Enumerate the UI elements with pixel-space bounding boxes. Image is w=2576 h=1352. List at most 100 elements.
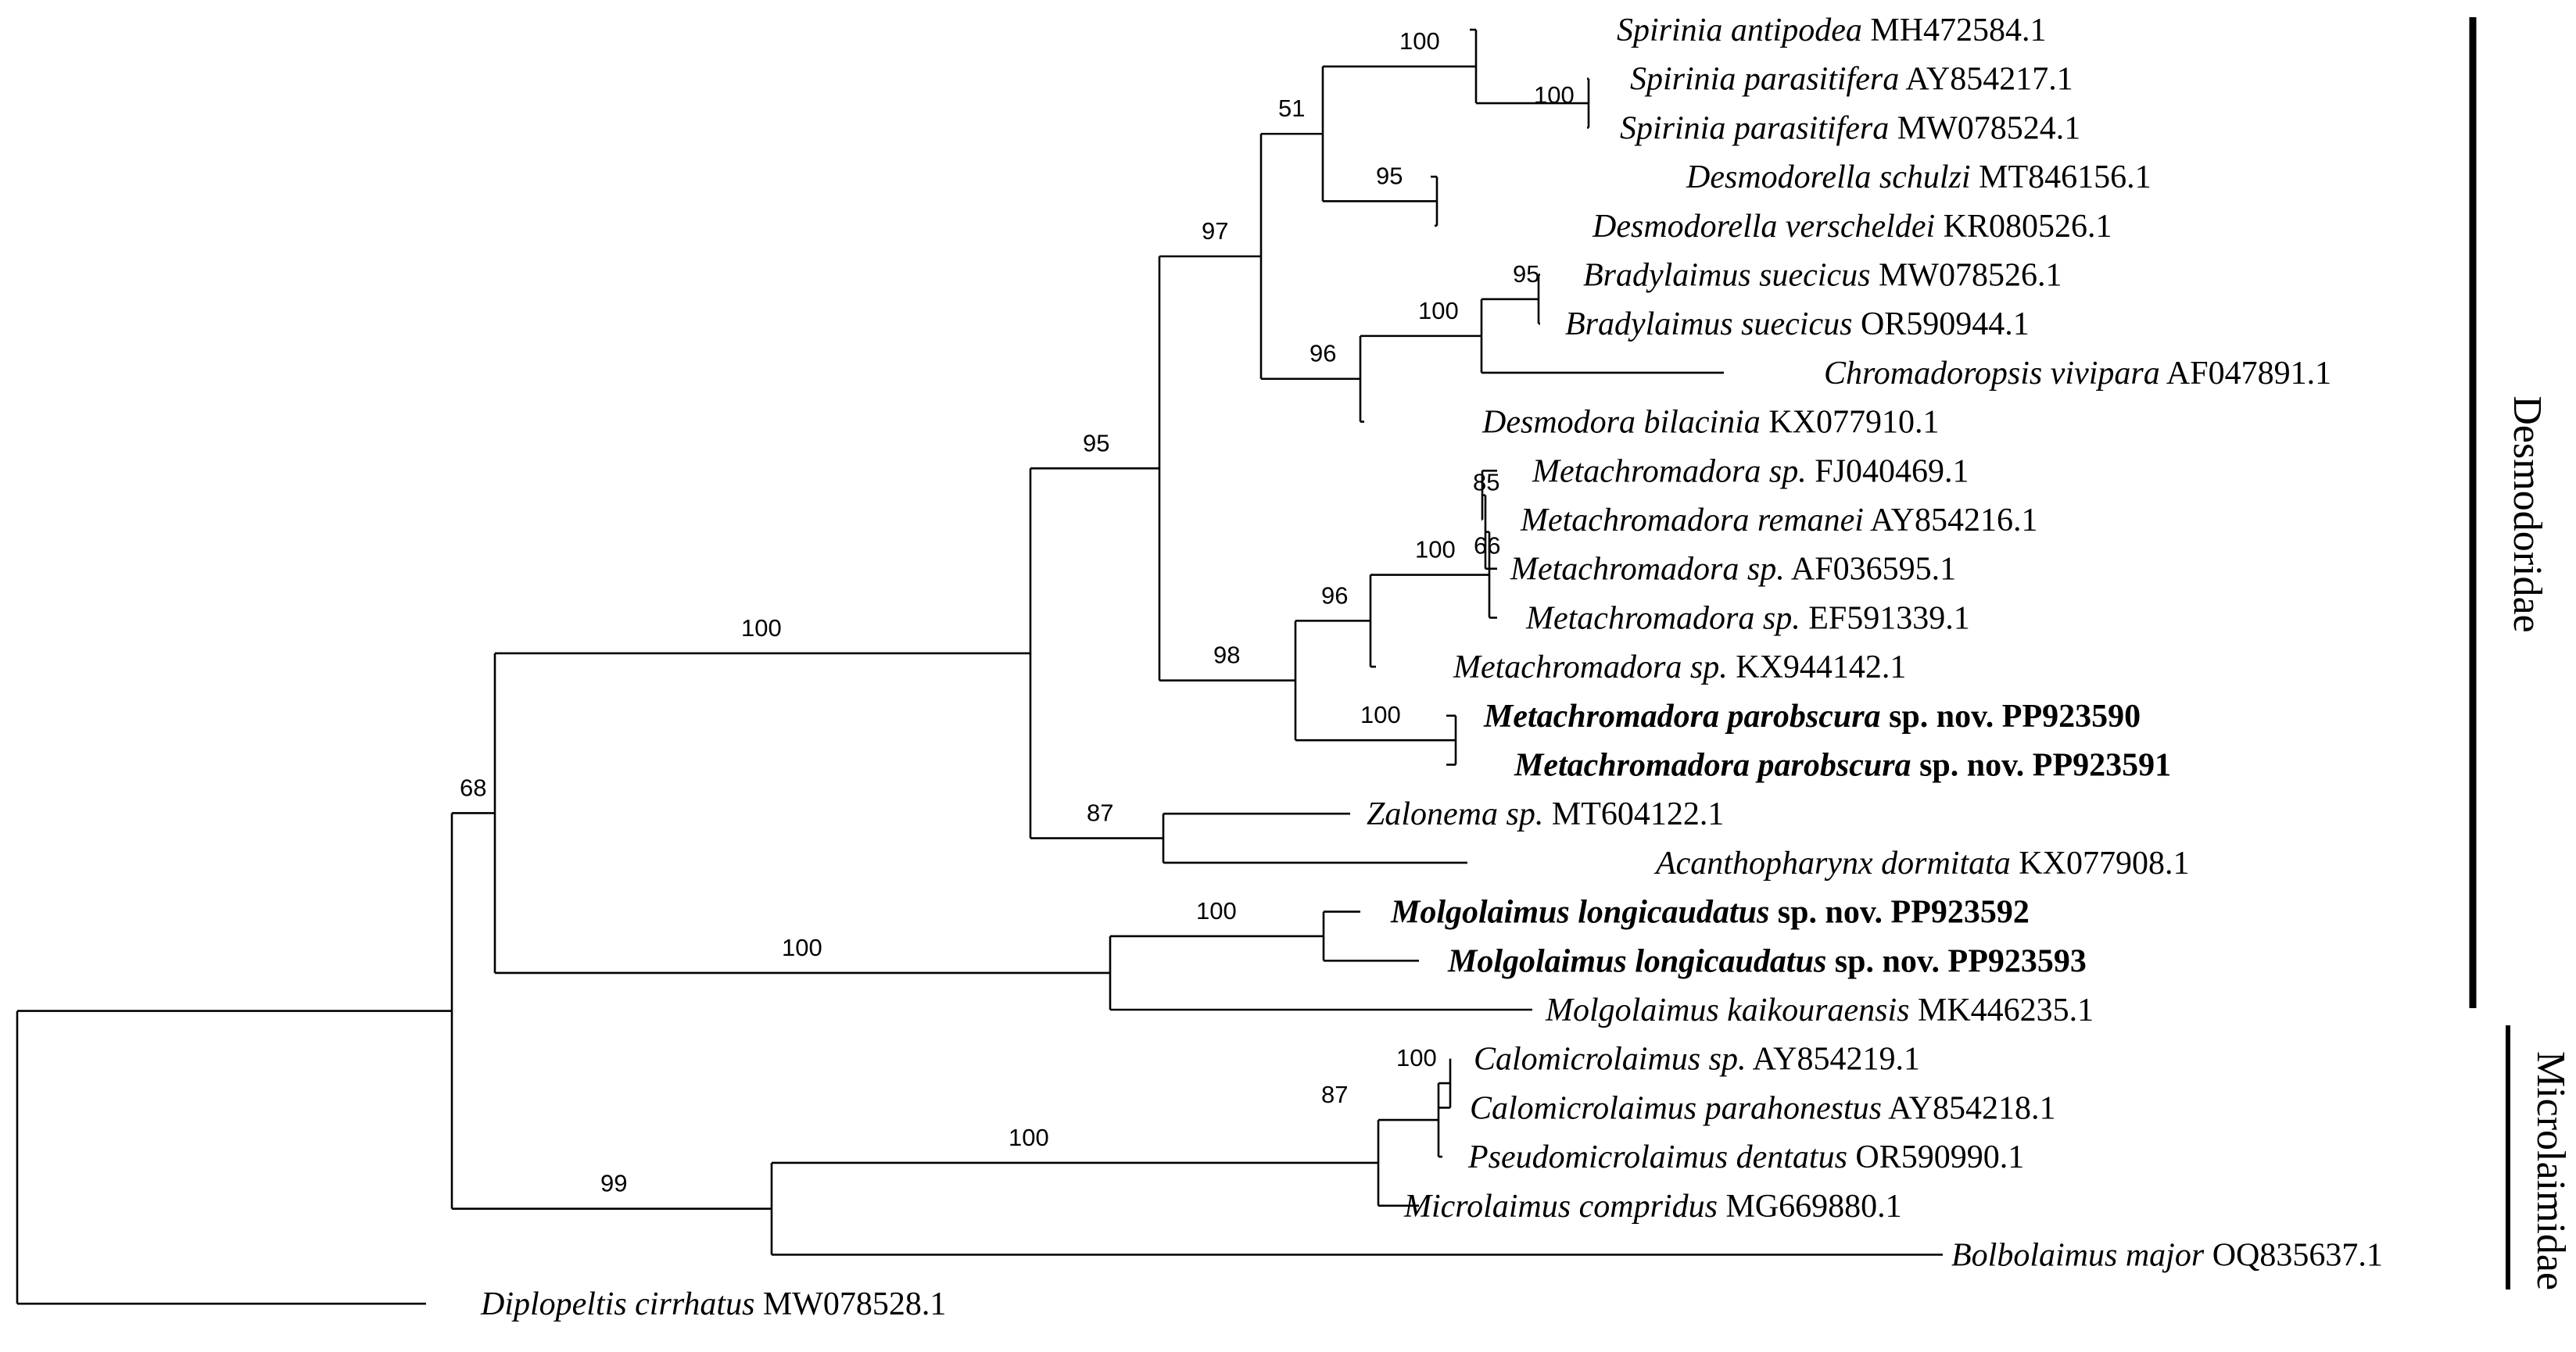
taxon-label: Desmodorella verscheldei KR080526.1 — [1592, 209, 2112, 245]
bootstrap-label-g68: 68 — [460, 774, 486, 801]
taxon-label: Chromadoropsis vivipara AF047891.1 — [1824, 356, 2331, 392]
taxon-label: Spirinia parasitifera MW078524.1 — [1620, 110, 2080, 146]
taxon-label: Spirinia antipodea MH472584.1 — [1617, 13, 2047, 48]
taxon-label: Desmodorella schulzi MT846156.1 — [1686, 159, 2151, 195]
taxon-species-name: Spirinia parasitifera — [1630, 62, 1899, 98]
taxon-accession: AY854216.1 — [1864, 503, 2038, 538]
family-label-microlaimidae: Microlaimidae — [2528, 1051, 2573, 1290]
taxon-accession: MG669880.1 — [1718, 1189, 1902, 1225]
taxon-label: Metachromadora sp. FJ040469.1 — [1532, 453, 1969, 489]
bootstrap-label-za: 87 — [1087, 799, 1113, 827]
bootstrap-label-m100: 100 — [1415, 536, 1456, 563]
taxon-label: Desmodora bilacinia KX077910.1 — [1481, 405, 1939, 441]
taxon-label: Microlaimus compridus MG669880.1 — [1403, 1189, 1902, 1225]
taxon-label: Metachromadora remanei AY854216.1 — [1520, 503, 2037, 538]
taxon-accession: sp. nov. PP923592 — [1769, 895, 2030, 931]
taxon-accession: MW078528.1 — [754, 1286, 946, 1322]
bootstrap-label-cal: 100 — [1396, 1044, 1437, 1071]
taxon-label: Metachromadora parobscura sp. nov. PP923… — [1514, 748, 2171, 784]
taxon-species-name: Desmodora bilacinia — [1481, 405, 1761, 441]
taxon-species-name: Calomicrolaimus parahonestus — [1470, 1090, 1882, 1126]
bootstrap-label-mol: 100 — [782, 934, 822, 961]
taxon-accession: MT604122.1 — [1543, 796, 1724, 832]
bootstrap-label-m96: 96 — [1321, 581, 1348, 609]
taxon-species-name: Microlaimus compridus — [1403, 1189, 1718, 1225]
taxon-accession: KX944142.1 — [1728, 649, 1907, 685]
taxon-accession: sp. nov. PP923591 — [1911, 748, 2172, 784]
taxon-species-name: Metachromadora sp. — [1453, 649, 1728, 685]
taxon-accession: AY854218.1 — [1882, 1090, 2056, 1126]
bootstrap-label-g51: 51 — [1278, 95, 1305, 122]
taxon-accession: MW078526.1 — [1870, 258, 2062, 294]
taxon-label: Metachromadora sp. KX944142.1 — [1453, 649, 1906, 685]
taxon-accession: KR080526.1 — [1935, 209, 2112, 245]
taxon-species-name: Zalonema sp. — [1367, 796, 1543, 832]
taxon-label: Molgolaimus kaikouraensis MK446235.1 — [1545, 993, 2094, 1028]
taxon-species-name: Calomicrolaimus sp. — [1474, 1042, 1746, 1078]
taxon-accession: MH472584.1 — [1862, 13, 2047, 48]
family-brackets: Desmodoridae Microlaimidae — [2469, 17, 2573, 1290]
taxon-label: Calomicrolaimus parahonestus AY854218.1 — [1470, 1090, 2055, 1126]
taxon-accession: OR590990.1 — [1847, 1139, 2024, 1175]
taxon-label: Metachromadora sp. AF036595.1 — [1510, 552, 1956, 588]
bootstrap-label-mlong: 100 — [1196, 897, 1237, 925]
taxon-species-name: Metachromadora remanei — [1520, 503, 1864, 538]
taxon-species-name: Acanthopharynx dormitata — [1653, 846, 2011, 882]
taxon-accession: EF591339.1 — [1800, 600, 1970, 636]
taxon-species-name: Spirinia parasitifera — [1620, 110, 1889, 146]
taxon-label: Spirinia parasitifera AY854217.1 — [1630, 62, 2073, 98]
bootstrap-label-m98: 98 — [1213, 642, 1240, 669]
taxon-accession: AF047891.1 — [2160, 356, 2331, 392]
taxon-species-name: Metachromadora sp. — [1532, 453, 1807, 489]
taxon-accession: FJ040469.1 — [1807, 453, 1969, 489]
taxon-label: Bolbolaimus major OQ835637.1 — [1951, 1238, 2383, 1274]
taxon-label: Metachromadora parobscura sp. nov. PP923… — [1483, 699, 2141, 735]
taxon-species-name: Metachromadora parobscura — [1514, 748, 1911, 784]
taxon-label: Metachromadora sp. EF591339.1 — [1525, 600, 1970, 636]
bootstrap-label-dsz: 95 — [1376, 162, 1403, 189]
taxon-accession: sp. nov. PP923593 — [1826, 943, 2087, 979]
taxon-accession: MT846156.1 — [1971, 159, 2151, 195]
taxon-species-name: Diplopeltis cirrhatus — [480, 1286, 754, 1322]
taxon-accession: AF036595.1 — [1785, 552, 1956, 588]
taxon-species-name: Spirinia antipodea — [1617, 13, 1862, 48]
taxon-accession: MK446235.1 — [1909, 993, 2094, 1028]
taxon-species-name: Desmodorella schulzi — [1686, 159, 1971, 195]
taxon-label: Molgolaimus longicaudatus sp. nov. PP923… — [1390, 895, 2030, 931]
taxon-label: Zalonema sp. MT604122.1 — [1367, 796, 1724, 832]
taxon-species-name: Metachromadora sp. — [1510, 552, 1785, 588]
taxon-label: Bradylaimus suecicus OR590944.1 — [1565, 306, 2030, 342]
taxon-species-name: Bradylaimus suecicus — [1583, 258, 1870, 294]
family-label-desmodoridae: Desmodoridae — [2505, 395, 2549, 632]
bootstrap-label-g96a: 96 — [1309, 340, 1336, 367]
taxon-species-name: Bolbolaimus major — [1951, 1238, 2205, 1274]
bootstrap-label-m66: 66 — [1474, 532, 1500, 560]
taxon-label: Acanthopharynx dormitata KX077908.1 — [1653, 846, 2189, 882]
taxon-species-name: Desmodorella verscheldei — [1592, 209, 1935, 245]
taxon-species-name: Bradylaimus suecicus — [1565, 306, 1852, 342]
taxon-accession: OR590944.1 — [1852, 306, 2029, 342]
bootstrap-label-g95b: 95 — [1083, 429, 1109, 456]
taxon-accession: MW078524.1 — [1889, 110, 2080, 146]
taxon-species-name: Chromadoropsis vivipara — [1824, 356, 2160, 392]
taxon-label: Pseudomicrolaimus dentatus OR590990.1 — [1467, 1139, 2024, 1175]
bootstrap-label-100-desmodorid-crown: 100 — [741, 614, 782, 642]
bootstrap-label-sA: 100 — [1399, 27, 1440, 55]
bootstrap-label-g97: 97 — [1202, 217, 1228, 245]
taxon-species-name: Metachromadora sp. — [1525, 600, 1800, 636]
bootstrap-label-c100: 100 — [1009, 1124, 1049, 1151]
taxon-accession: KX077910.1 — [1761, 405, 1940, 441]
taxon-label: Diplopeltis cirrhatus MW078528.1 — [480, 1286, 946, 1322]
taxon-species-name: Molgolaimus longicaudatus — [1390, 895, 1769, 931]
taxon-accession: OQ835637.1 — [2204, 1238, 2383, 1274]
bootstrap-label-c99: 99 — [600, 1170, 627, 1197]
taxon-species-name: Molgolaimus kaikouraensis — [1545, 993, 1909, 1028]
taxon-species-name: Molgolaimus longicaudatus — [1447, 943, 1826, 979]
bootstrap-values: 1001009551951009697856610096100989587100… — [460, 27, 1575, 1197]
taxon-accession: sp. nov. PP923590 — [1881, 699, 2141, 735]
bootstrap-label-m85: 85 — [1473, 469, 1499, 496]
taxon-accession: KX077908.1 — [2011, 846, 2190, 882]
tree-branches — [16, 28, 1943, 1305]
